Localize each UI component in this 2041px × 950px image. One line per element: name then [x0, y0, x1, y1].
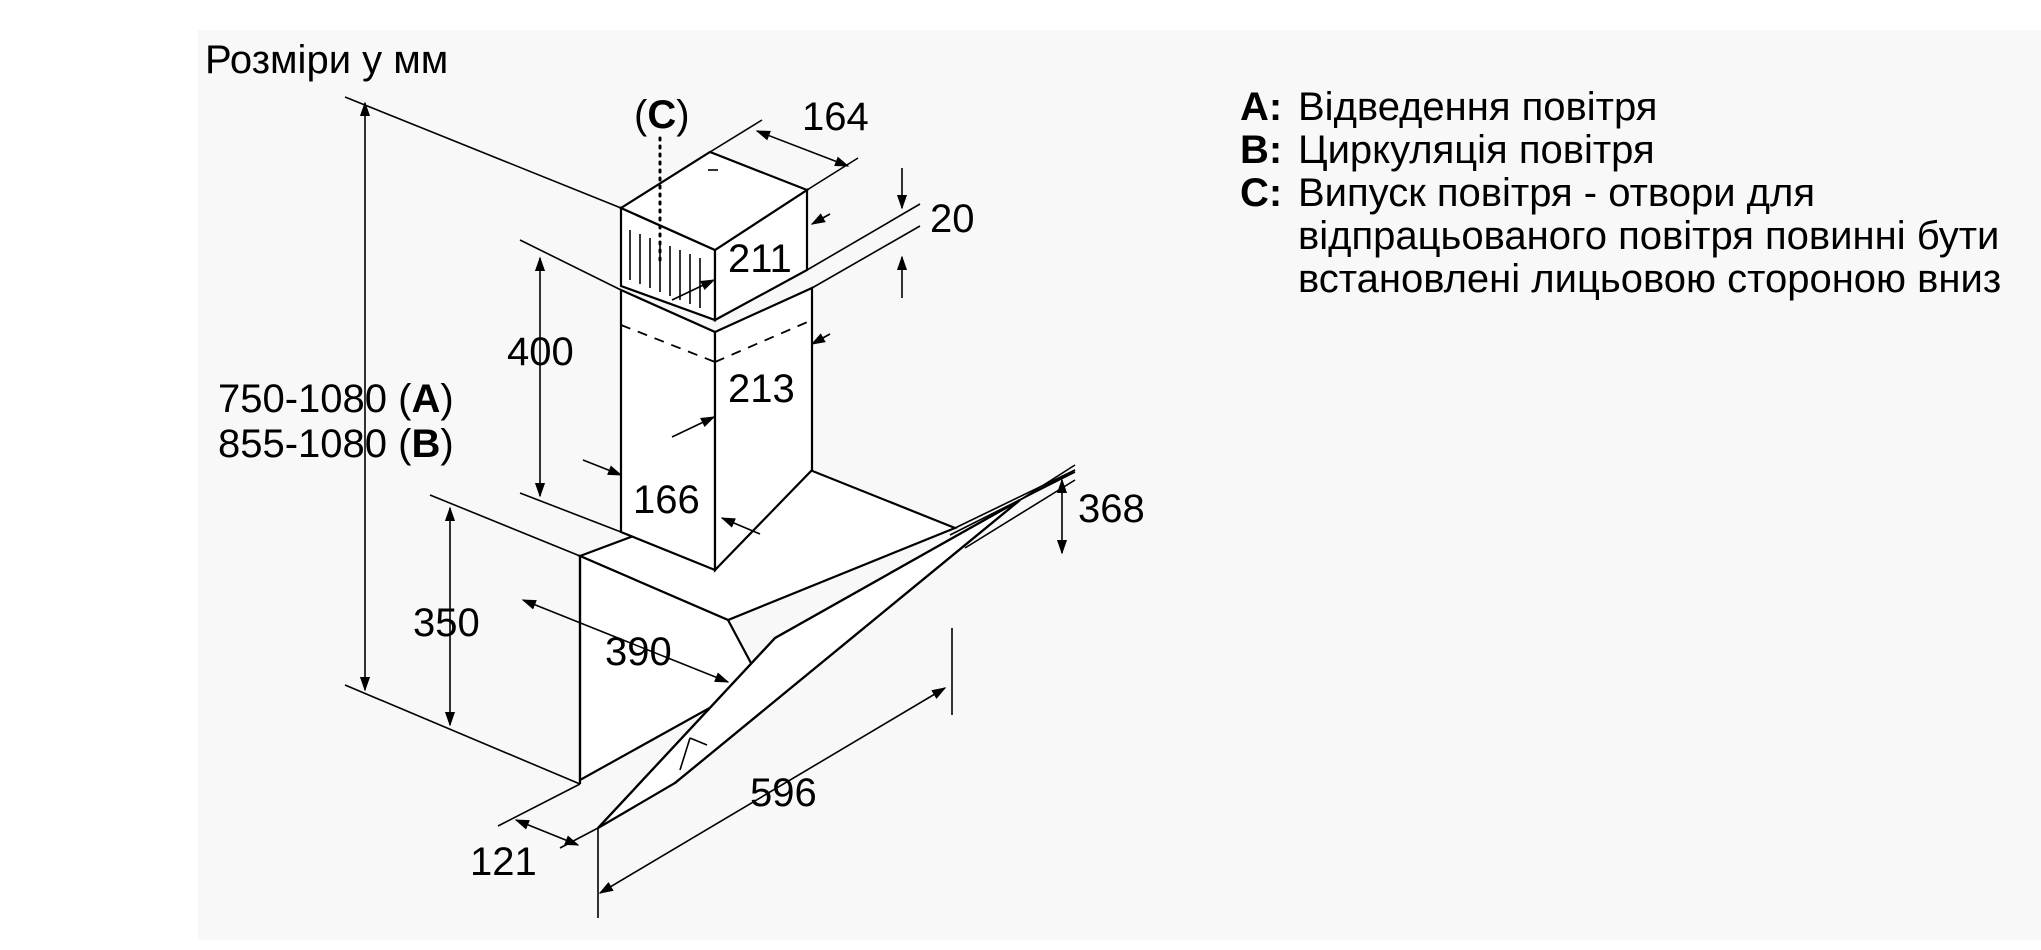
dim-panel-height: 368 — [1078, 487, 1145, 531]
page-title: Розміри у мм — [205, 38, 449, 82]
legend: A: Відведення повітря B: Циркуляція пові… — [1240, 86, 2008, 301]
dim-total-height-a-close: ) — [440, 377, 454, 421]
outlet-label: (C) — [634, 93, 690, 137]
legend-key: C: — [1240, 171, 1283, 215]
dim-chimney-base-width: 166 — [633, 478, 700, 522]
dim-body-depth: 390 — [605, 630, 672, 674]
legend-item-b: B: Циркуляція повітря — [1240, 129, 2008, 172]
dim-total-height-b-value: 855-1080 ( — [218, 422, 412, 466]
dim-total-height-a: 750-1080 (A) — [218, 377, 454, 421]
dim-hood-width: 596 — [750, 771, 817, 815]
legend-text: Циркуляція повітря — [1298, 128, 1655, 172]
legend-key: B: — [1240, 128, 1283, 172]
dim-total-height-a-key: A — [411, 377, 441, 421]
dim-chimney-height: 400 — [507, 330, 574, 374]
legend-item-a: A: Відведення повітря — [1240, 86, 2008, 129]
dimension-arrows — [359, 101, 1068, 894]
dim-total-height-b-key: B — [411, 422, 441, 466]
legend-text: Відведення повітря — [1298, 85, 1658, 129]
dim-total-height-b-close: ) — [440, 422, 454, 466]
legend-item-c: C: Випуск повітря - отвори для відпрацьо… — [1240, 172, 2008, 301]
outlet-close: ) — [676, 93, 690, 137]
dim-total-height-b: 855-1080 (B) — [218, 422, 454, 466]
lower-chimney — [619, 286, 814, 573]
legend-key: A: — [1240, 85, 1283, 129]
dim-chimney-lower-depth: 213 — [728, 367, 795, 411]
upper-chimney — [618, 150, 810, 322]
dim-chimney-upper-depth: 211 — [728, 237, 792, 281]
drawing-background — [198, 30, 2041, 940]
outlet-open: ( — [634, 93, 648, 137]
outlet-key: C — [647, 93, 677, 137]
legend-text: Випуск повітря - отвори для відпрацьован… — [1298, 171, 2002, 301]
dim-chimney-top-width: 164 — [802, 95, 869, 139]
dim-chimney-top-gap: 20 — [930, 197, 975, 241]
dim-total-height-a-value: 750-1080 ( — [218, 377, 412, 421]
dim-front-depth: 121 — [470, 840, 537, 884]
dim-body-height: 350 — [413, 601, 480, 645]
extension-lines — [344, 96, 1076, 918]
